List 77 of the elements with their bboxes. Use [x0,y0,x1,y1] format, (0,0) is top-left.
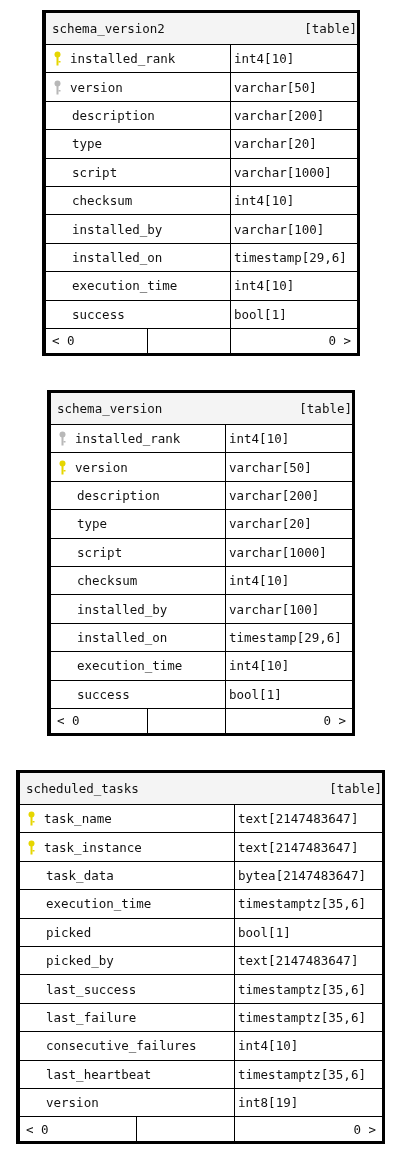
column-type: timestamptz[35,6] [237,895,366,914]
pager-count: < 0 [57,713,80,729]
column-name: installed_by [72,221,163,237]
column-type: int4[10] [233,50,295,69]
column-name: task_data [46,867,114,883]
column-type: int4[10] [233,192,295,211]
pager-count: 0 > [328,333,351,349]
column-name: checksum [72,193,133,209]
column-type: varchar[100] [228,600,320,619]
column-type: varchar[50] [228,458,312,477]
column-name: picked_by [46,953,114,969]
column-name: description [72,107,155,123]
column-type: timestamp[29,6] [228,628,342,647]
column-type: int4[10] [233,277,295,296]
column-name: success [77,686,130,702]
column-name: installed_rank [70,51,176,67]
table-type-tag: [table] [299,401,352,416]
column-type: bytea[2147483647] [237,866,366,885]
table-name: scheduled_tasks [26,781,139,796]
pager-count: < 0 [52,333,75,349]
column-type: int4[10] [228,657,290,676]
column-name: execution_time [77,658,183,674]
table-card [16,770,385,1145]
column-name: consecutive_failures [46,1038,197,1054]
column-name: task_name [44,811,112,827]
pager-count: < 0 [26,1121,49,1137]
column-name: execution_time [46,896,152,912]
pager-count: 0 > [323,713,346,729]
column-type: text[2147483647] [237,952,359,971]
column-name: version [70,79,123,95]
table-name: schema_version2 [52,21,165,36]
column-type: int4[10] [237,1037,299,1056]
column-name: task_instance [44,839,142,855]
column-name: description [77,487,160,503]
column-type: int4[10] [228,572,290,591]
column-name: checksum [77,573,138,589]
table-card [47,390,355,736]
column-type: int4[10] [228,430,290,449]
column-name: installed_on [72,249,163,265]
pager-count: 0 > [353,1121,376,1137]
column-type: timestamptz[35,6] [237,1065,366,1084]
column-name: installed_by [77,601,168,617]
column-name: last_heartbeat [46,1066,152,1082]
column-name: success [72,306,125,322]
column-name: type [72,136,103,152]
column-type: text[2147483647] [237,838,359,857]
column-name: installed_on [77,629,168,645]
column-type: varchar[20] [233,135,317,154]
column-type: timestamp[29,6] [233,248,347,267]
column-type: varchar[100] [233,220,325,239]
column-name: last_success [46,981,137,997]
table-type-tag: [table] [304,21,357,36]
column-name: installed_rank [75,431,181,447]
column-type: bool[1] [233,305,287,324]
column-name: script [77,544,123,560]
column-type: bool[1] [228,685,282,704]
column-type: varchar[1000] [228,543,327,562]
table-type-tag: [table] [329,781,382,796]
column-type: int8[19] [237,1094,299,1113]
column-type: text[2147483647] [237,810,359,829]
column-type: varchar[200] [233,106,325,125]
column-type: bool[1] [237,923,291,942]
column-type: varchar[1000] [233,163,332,182]
column-type: timestamptz[35,6] [237,1008,366,1027]
column-name: version [46,1095,99,1111]
table-card [42,10,360,356]
column-type: varchar[200] [228,486,320,505]
column-type: timestamptz[35,6] [237,980,366,999]
column-name: script [72,164,118,180]
column-name: picked [46,924,92,940]
column-name: version [75,459,128,475]
column-name: type [77,516,108,532]
column-type: varchar[20] [228,515,312,534]
table-name: schema_version [57,401,163,416]
column-type: varchar[50] [233,78,317,97]
column-name: last_failure [46,1009,137,1025]
column-name: execution_time [72,278,178,294]
